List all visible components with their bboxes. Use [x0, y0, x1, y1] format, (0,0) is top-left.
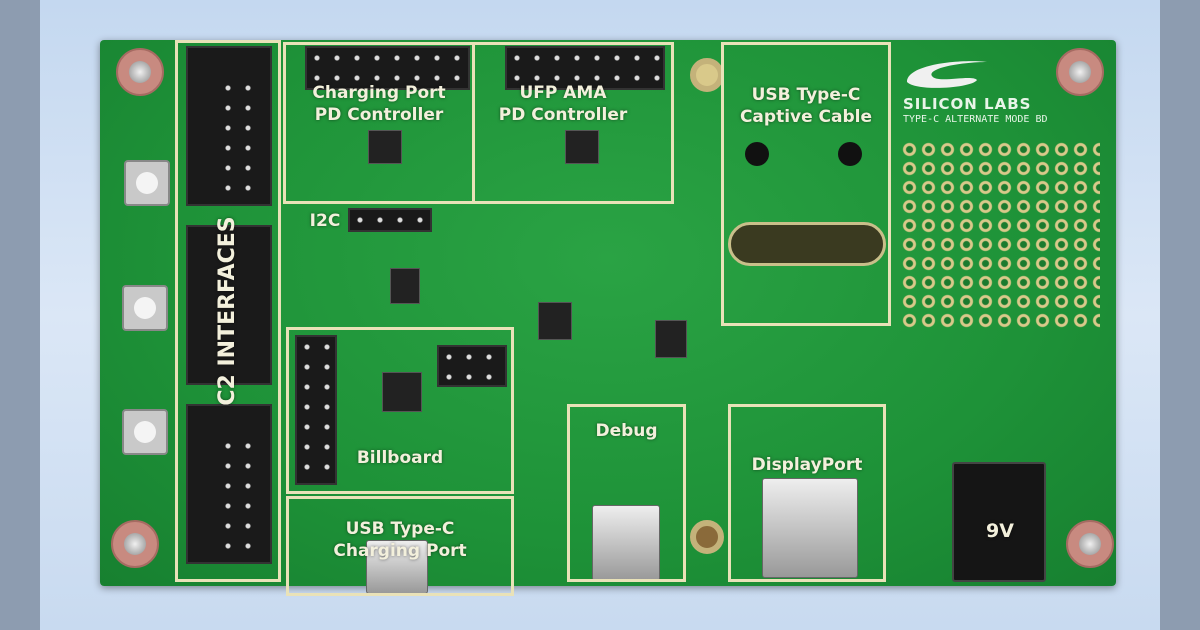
ic-chip	[538, 302, 572, 340]
power-label: 9V	[986, 520, 1014, 542]
silicon-labs-logo	[902, 54, 992, 94]
usb-c-connector	[366, 540, 428, 594]
ic-chip	[368, 130, 402, 164]
label-line: UFP AMA	[519, 83, 607, 103]
ic-chip	[390, 268, 420, 304]
debug-label: Debug	[595, 421, 658, 441]
displayport-label: DisplayPort	[751, 455, 863, 475]
screw-top-left	[116, 48, 164, 96]
ufp-pd-box	[472, 42, 674, 204]
debug-box	[567, 404, 686, 582]
label-line: PD Controller	[314, 105, 444, 125]
usb-debug-connector	[592, 505, 660, 581]
ic-chip	[382, 372, 422, 412]
mounting-hole	[745, 142, 769, 166]
power-jack	[952, 462, 1046, 582]
pin-header	[305, 46, 470, 90]
mounting-hole	[838, 142, 862, 166]
label-line: Charging Port	[312, 83, 446, 103]
c2-interfaces-box	[175, 40, 281, 582]
c2-header-bottom	[186, 404, 272, 564]
label-line: USB Type-C	[751, 85, 861, 105]
label-line: PD Controller	[498, 105, 628, 125]
label-line: Captive Cable	[739, 107, 873, 127]
brand-name: SILICON LABS	[903, 95, 1032, 113]
pin-header	[505, 46, 665, 90]
i2c-header	[348, 208, 432, 232]
prototype-area	[900, 140, 1100, 330]
header-pins	[218, 436, 258, 556]
ic-chip	[565, 130, 599, 164]
ic-chip	[655, 320, 687, 358]
i2c-label: I2C	[309, 211, 341, 231]
billboard-label: Billboard	[356, 448, 444, 468]
background-strip-left	[0, 0, 40, 630]
cable-slot	[728, 222, 886, 266]
pin-header	[295, 335, 337, 485]
pin-header	[437, 345, 507, 387]
header-pins	[218, 78, 258, 198]
mounting-hole	[690, 58, 724, 92]
c2-header-top	[186, 46, 272, 206]
c2-header-mid	[186, 225, 272, 385]
label-line: USB Type-C	[345, 519, 455, 539]
billboard-box	[286, 327, 514, 494]
push-button	[122, 409, 168, 455]
screw-bottom-right	[1066, 520, 1114, 568]
label-line: Charging Port	[333, 541, 467, 561]
displayport-box	[728, 404, 886, 582]
board-name: TYPE-C ALTERNATE MODE BD	[903, 114, 1048, 125]
charging-port-box	[286, 496, 514, 596]
screw-bottom-left	[111, 520, 159, 568]
push-button	[124, 160, 170, 206]
background-strip-right	[1160, 0, 1200, 630]
screw-top-right	[1056, 48, 1104, 96]
displayport-connector	[762, 478, 858, 578]
c2-interfaces-label: C2 INTERFACES	[215, 216, 240, 406]
mounting-hole	[690, 520, 724, 554]
captive-cable-box	[721, 42, 891, 326]
push-button	[122, 285, 168, 331]
